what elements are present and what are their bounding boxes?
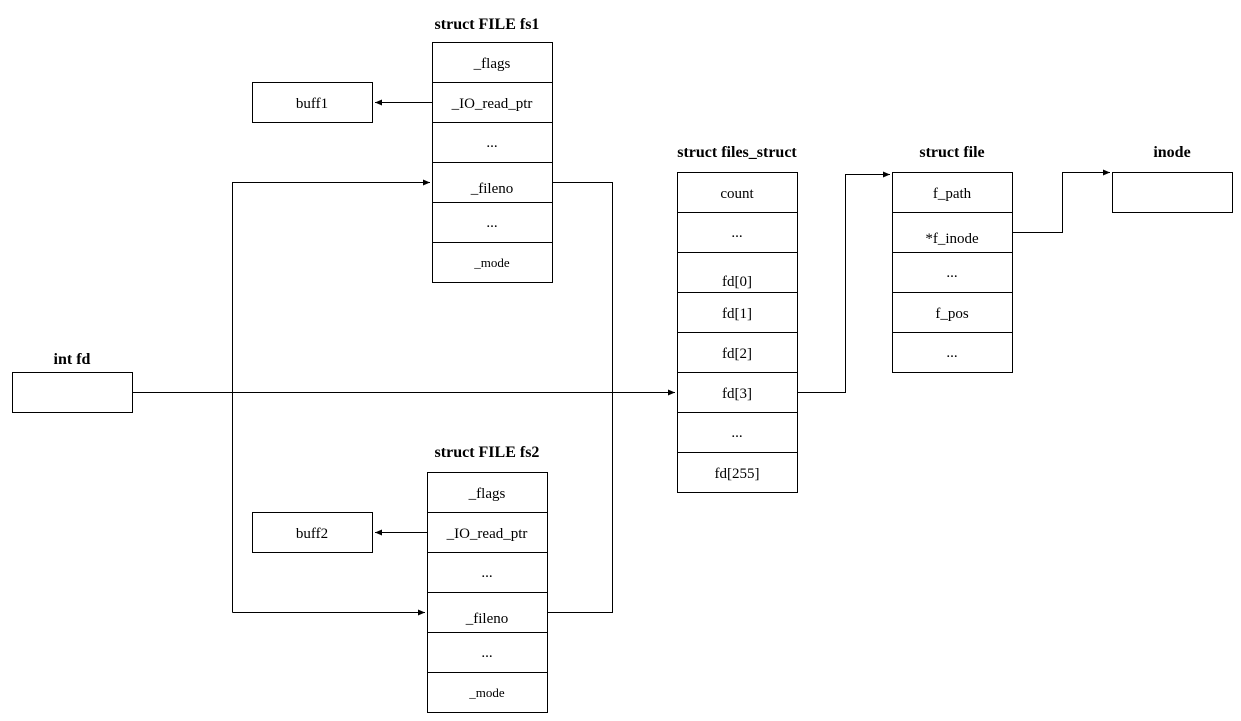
- fs2-cell-ellipsis-1: [427, 552, 548, 593]
- fs2-title: struct FILE fs2: [435, 444, 540, 461]
- fs1-flags-label: _flags: [473, 56, 511, 72]
- fs2-fileno-label: _fileno: [465, 611, 509, 627]
- fs1-fileno-label: _fileno: [470, 181, 514, 197]
- fs1-mode-label: _mode: [473, 255, 510, 270]
- buff1-label: buff1: [296, 96, 328, 112]
- file-f-pos-label: f_pos: [935, 306, 968, 322]
- struct-file: f_path *f_inode ... f_pos ...: [892, 172, 1013, 373]
- fileno-link-line: [547, 182, 613, 613]
- fd3-to-struct-file-arrow: [797, 171, 890, 393]
- files-struct-fd1-label: fd[1]: [722, 306, 752, 322]
- files-struct-fd3-label: fd[3]: [722, 386, 752, 402]
- file-cell-ellipsis-2: [892, 332, 1013, 373]
- fs2-struct: _flags _IO_read_ptr ... _fileno ... _mod…: [427, 472, 548, 713]
- fs2-ellipsis-2-label: ...: [481, 645, 492, 661]
- fs1-cell-mode: [432, 242, 553, 283]
- loop-to-fs1-fileno-arrow: [232, 179, 430, 613]
- buff2-box: [252, 512, 373, 553]
- fs1-ellipsis-2-label: ...: [486, 215, 497, 231]
- files-struct-fd0-label: fd[0]: [722, 274, 752, 290]
- struct-file-title: struct file: [919, 144, 984, 161]
- files-struct-cell-fd0: [677, 252, 798, 293]
- file-cell-f-pos: [892, 292, 1013, 333]
- file-f-inode-label: *f_inode: [925, 231, 979, 247]
- files-struct-cell-fd1: [677, 292, 798, 333]
- fs2-cell-fileno: [427, 592, 548, 633]
- fs2-cell-mode: [427, 672, 548, 713]
- files-struct-cell-fd255: [677, 452, 798, 493]
- file-ellipsis-1-label: ...: [946, 265, 957, 281]
- fs2-io-read-ptr-label: _IO_read_ptr: [446, 526, 528, 542]
- file-ellipsis-2-label: ...: [946, 345, 957, 361]
- files-struct: count ... fd[0] fd[1] fd[2] fd[3] ... fd…: [677, 172, 798, 493]
- files-struct-cell-ellipsis-1: [677, 212, 798, 253]
- fs1-io-read-ptr-label: _IO_read_ptr: [451, 96, 533, 112]
- files-struct-title: struct files_struct: [677, 144, 797, 161]
- buff1-box: [252, 82, 373, 123]
- fs2-cell-io-read-ptr: [427, 512, 548, 553]
- inode-title: inode: [1153, 144, 1190, 161]
- fs1-ellipsis-1-label: ...: [486, 135, 497, 151]
- files-struct-count-label: count: [720, 186, 754, 202]
- fs1-cell-flags: [432, 42, 553, 83]
- int-fd-box: [12, 372, 133, 413]
- fs2-flags-label: _flags: [468, 486, 506, 502]
- int-fd-title: int fd: [54, 351, 91, 368]
- fs1-title: struct FILE fs1: [435, 16, 540, 33]
- file-cell-ellipsis-1: [892, 252, 1013, 293]
- files-struct-cell-fd3: [677, 372, 798, 413]
- files-struct-fd255-label: fd[255]: [715, 466, 760, 482]
- files-struct-cell-ellipsis-2: [677, 412, 798, 453]
- f-inode-to-inode-arrow: [1012, 169, 1110, 233]
- fs2-ellipsis-1-label: ...: [481, 565, 492, 581]
- files-struct-cell-fd2: [677, 332, 798, 373]
- files-struct-fd2-label: fd[2]: [722, 346, 752, 362]
- fs1-struct: _flags _IO_read_ptr ... _fileno ... _mod…: [432, 42, 553, 283]
- inode-box: [1112, 172, 1233, 213]
- files-struct-ellipsis-1-label: ...: [731, 225, 742, 241]
- files-struct-ellipsis-2-label: ...: [731, 425, 742, 441]
- file-cell-f-path: [892, 172, 1013, 213]
- buff2-label: buff2: [296, 526, 328, 542]
- file-f-path-label: f_path: [933, 186, 972, 202]
- fs1-cell-io-read-ptr: [432, 82, 553, 123]
- fs2-mode-label: _mode: [468, 685, 505, 700]
- fs1-cell-fileno: [432, 162, 553, 203]
